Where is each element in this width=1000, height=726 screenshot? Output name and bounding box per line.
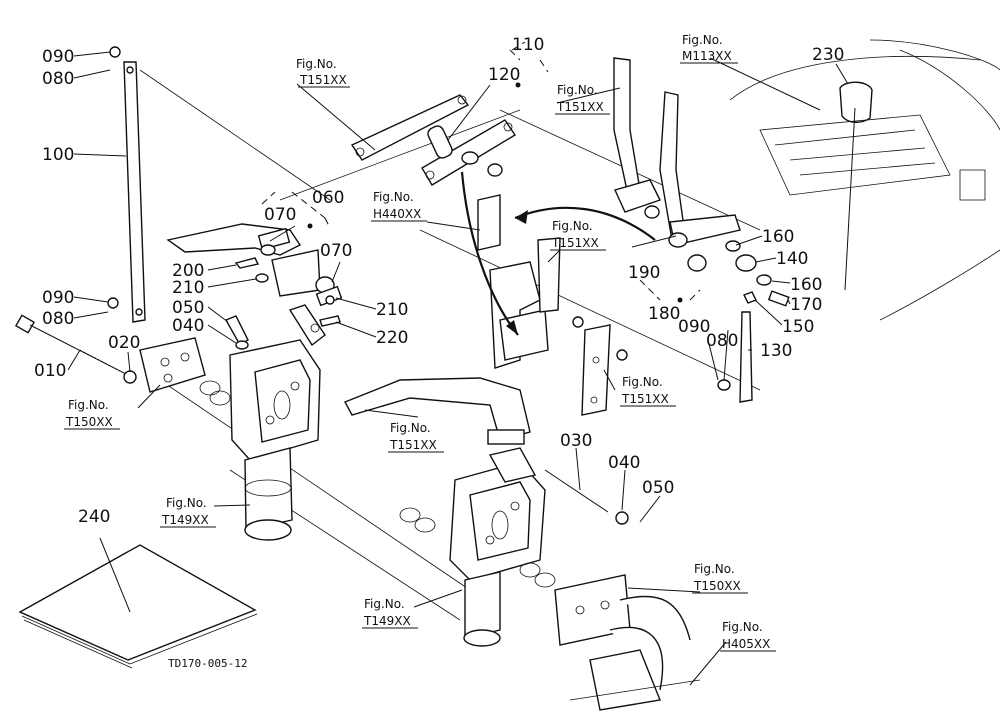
- part-label: 200: [172, 261, 204, 281]
- fig-prefix: Fig.No.: [68, 398, 109, 412]
- part-label: 110: [512, 35, 544, 55]
- part-label: 190: [628, 263, 660, 283]
- fig-code: T149XX: [363, 614, 411, 628]
- part-label: 220: [376, 328, 408, 348]
- part-label: 080: [706, 331, 738, 351]
- part-label: 210: [376, 300, 408, 320]
- right-valve: [399, 447, 629, 647]
- part-label: 150: [782, 317, 814, 337]
- part-label: 230: [812, 45, 844, 65]
- drawing-code: TD170-005-12: [168, 657, 247, 670]
- fig-prefix: Fig.No.: [557, 83, 598, 97]
- fig-code: T151XX: [299, 73, 347, 87]
- guide-bar: [344, 377, 531, 445]
- part-label: 060: [312, 188, 344, 208]
- bolt-010: [14, 314, 129, 376]
- part-label: 050: [172, 298, 204, 318]
- fig-refs: Fig.No. T151XX Fig.No. T151XX Fig.No. M1…: [64, 33, 776, 652]
- part-label: 100: [42, 145, 74, 165]
- part-label: 120: [488, 65, 520, 85]
- part-label: 070: [320, 241, 352, 261]
- fig-code: H440XX: [373, 207, 421, 221]
- part-label: 140: [776, 249, 808, 269]
- bracket-h440: [477, 194, 628, 416]
- fig-code: T149XX: [161, 513, 209, 527]
- part-label: 080: [42, 309, 74, 329]
- fig-prefix: Fig.No.: [390, 421, 431, 435]
- manual-240: [18, 544, 258, 669]
- part-label: 130: [760, 341, 792, 361]
- part-label: 170: [790, 295, 822, 315]
- fig-code: M113XX: [682, 49, 732, 63]
- fig-prefix: Fig.No.: [682, 33, 723, 47]
- part-label: 090: [678, 317, 710, 337]
- hose-assy: [554, 574, 701, 711]
- fig-code: T151XX: [621, 392, 669, 406]
- part-label: 210: [172, 278, 204, 298]
- part-label: 180: [648, 304, 680, 324]
- console: [729, 39, 1000, 321]
- part-label: 040: [608, 453, 640, 473]
- part-label: 070: [264, 205, 296, 225]
- drawing-lines: [14, 39, 1000, 711]
- lever-assy-180: [613, 57, 790, 403]
- part-label: 010: [34, 361, 66, 381]
- part-label: 030: [560, 431, 592, 451]
- part-label: 160: [790, 275, 822, 295]
- part-labels: 090 080 100 090 080 010 020 050 040 200 …: [34, 35, 844, 527]
- fig-prefix: Fig.No.: [722, 620, 763, 634]
- fig-prefix: Fig.No.: [364, 597, 405, 611]
- part-label: 240: [78, 507, 110, 527]
- part-label: 160: [762, 227, 794, 247]
- fig-code: T151XX: [551, 236, 599, 250]
- fig-prefix: Fig.No.: [622, 375, 663, 389]
- fig-code: T150XX: [693, 579, 741, 593]
- fig-prefix: Fig.No.: [694, 562, 735, 576]
- lever-assy-060: [166, 223, 343, 350]
- fig-prefix: Fig.No.: [373, 190, 414, 204]
- part-label: 090: [42, 47, 74, 67]
- fig-code: T151XX: [389, 438, 437, 452]
- part-label: 080: [42, 69, 74, 89]
- part-label: 040: [172, 316, 204, 336]
- fig-prefix: Fig.No.: [296, 57, 337, 71]
- fig-prefix: Fig.No.: [166, 496, 207, 510]
- fig-code: T151XX: [556, 100, 604, 114]
- fig-prefix: Fig.No.: [552, 219, 593, 233]
- part-label: 090: [42, 288, 74, 308]
- link-assy-110: [350, 94, 516, 186]
- left-valve: [139, 304, 326, 541]
- part-label: 050: [642, 478, 674, 498]
- part-label: 020: [108, 333, 140, 353]
- fig-code: T150XX: [65, 415, 113, 429]
- fig-code: H405XX: [722, 637, 770, 651]
